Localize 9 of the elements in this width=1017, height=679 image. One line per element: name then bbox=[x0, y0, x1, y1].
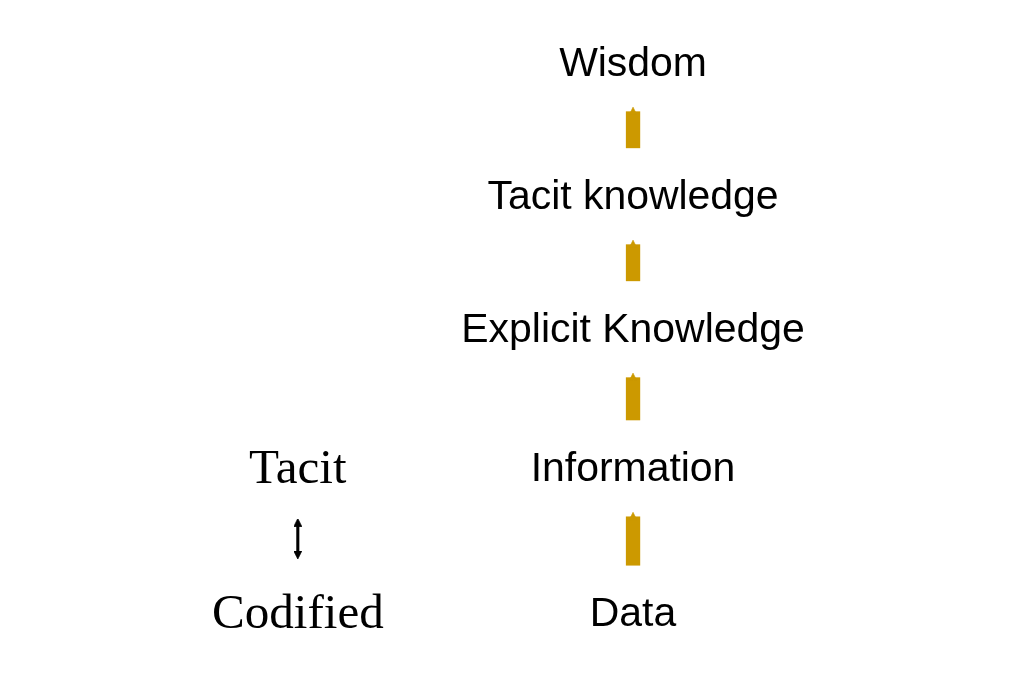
node-text: Data bbox=[589, 589, 677, 635]
node-text: Wisdom bbox=[559, 38, 708, 84]
arrow bbox=[293, 518, 303, 560]
node-text: Explicit Knowledge bbox=[461, 304, 805, 350]
arrow bbox=[626, 512, 641, 569]
node-text: Codified bbox=[212, 584, 384, 639]
node-text: Information bbox=[530, 443, 736, 489]
node-text: Tacit bbox=[249, 438, 347, 493]
node-text: Tacit knowledge bbox=[487, 171, 779, 217]
